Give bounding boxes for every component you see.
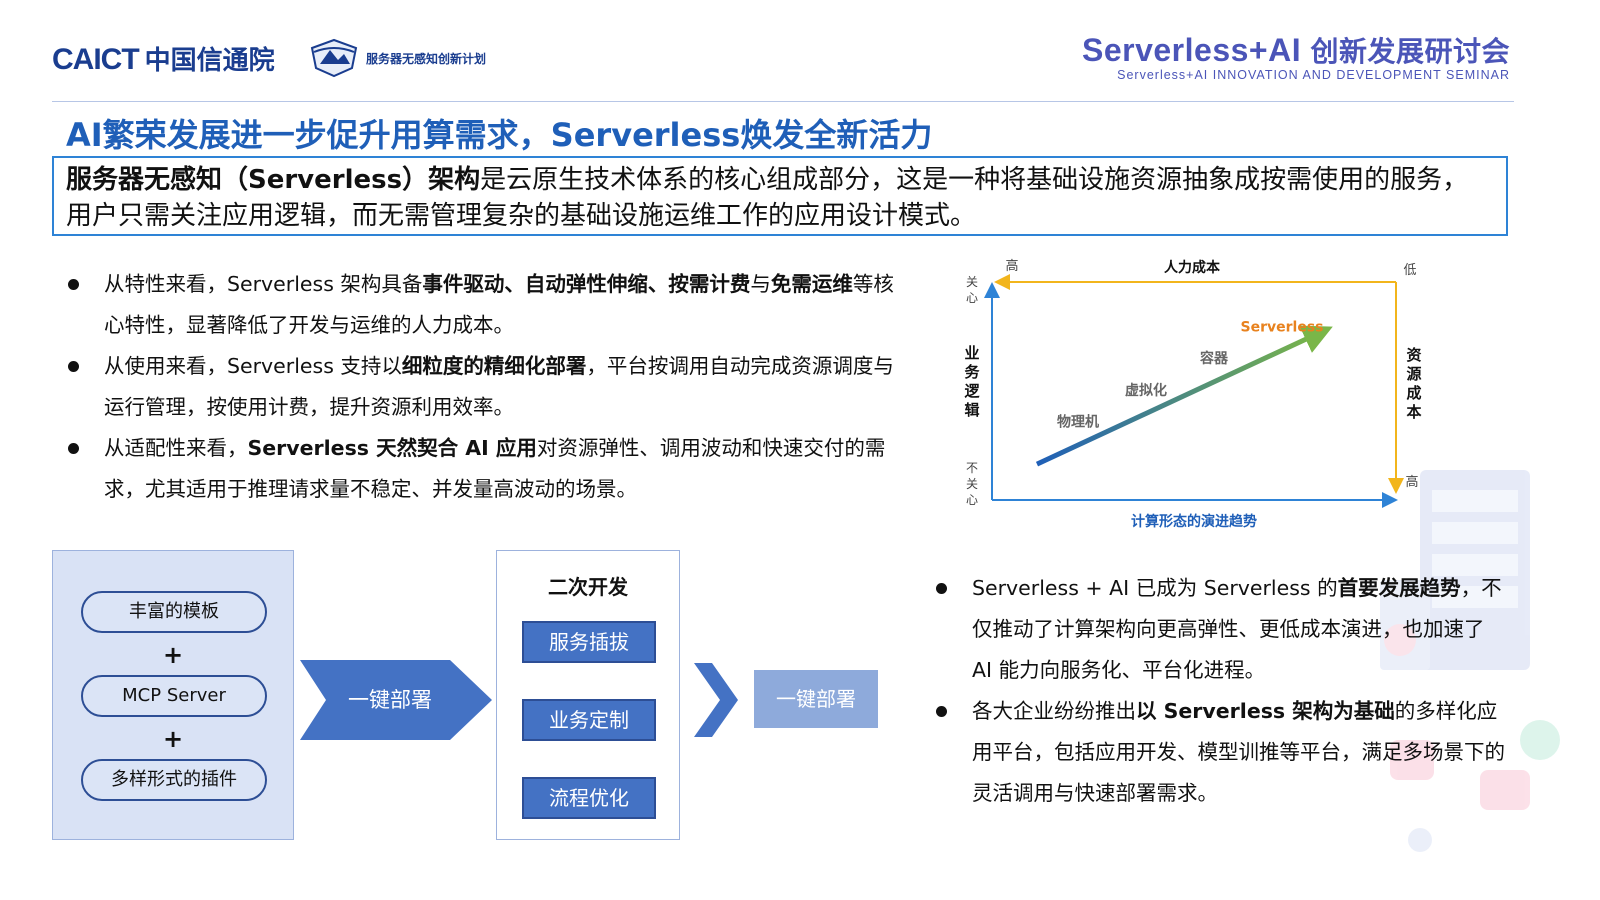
bullets-left: 从特性来看，Serverless 架构具备事件驱动、自动弹性伸缩、按需计费与免需… <box>68 264 908 510</box>
definition-bold: 服务器无感知（Serverless）架构 <box>66 165 481 195</box>
bullet-text: Serverless + AI 已成为 Serverless 的 <box>972 576 1338 600</box>
bullet-bold: 事件驱动、自动弹性伸缩、按需计费 <box>422 272 751 296</box>
secondary-dev-panel: 二次开发 服务插拔 业务定制 流程优化 <box>496 550 680 840</box>
one-click-deploy-button[interactable]: 一键部署 <box>754 670 878 728</box>
plus-icon: + <box>162 641 184 669</box>
bullet-item: 从适配性来看，Serverless 天然契合 AI 应用对资源弹性、调用波动和快… <box>68 428 908 510</box>
deploy-arrow-shape-icon <box>300 660 492 740</box>
service-plug-box: 服务插拔 <box>522 621 656 663</box>
bullet-text: 从特性来看，Serverless 架构具备 <box>104 272 423 296</box>
definition-text: 是云原生技术体系的核心组成部分，这是一种将基础设施资源抽象成按需使用的服务，用户… <box>66 165 1469 231</box>
deploy-arrow-label: 一键部署 <box>348 688 432 712</box>
left-axis-label: 业务逻辑 <box>964 344 980 419</box>
point-label-2: 容器 <box>1199 350 1229 367</box>
chevron-right-icon <box>694 663 738 737</box>
plan-badge-icon <box>310 38 358 78</box>
plus-icon: + <box>162 725 184 753</box>
right-axis-label: 资源成本 <box>1406 346 1421 421</box>
point-label-1: 虚拟化 <box>1125 382 1167 399</box>
bullet-text: 从适配性来看， <box>104 436 248 460</box>
template-pill: 丰富的模板 <box>81 591 267 633</box>
bullet-bold: 以 Serverless 架构为基础 <box>1136 699 1395 723</box>
seminar-title: Serverless+AI 创新发展研讨会 Serverless+AI INNO… <box>1082 30 1510 82</box>
bullets-right: Serverless + AI 已成为 Serverless 的首要发展趋势，不… <box>936 568 1506 814</box>
bullet-dot-icon <box>936 583 947 594</box>
slide-title: AI繁荣发展进一步促升用算需求，Serverless焕发全新活力 <box>66 116 933 154</box>
seminar-title-main: Serverless+AI 创新发展研讨会 <box>1082 30 1510 70</box>
bullet-text: 等核心特性，显著降低了开发与运维的人力成本。 <box>104 272 894 337</box>
seminar-title-en: Serverless+AI <box>1081 32 1302 68</box>
bullet-bold: Serverless 天然契合 AI 应用 <box>247 436 537 460</box>
bullet-dot-icon <box>936 706 947 717</box>
server-illustration-icon <box>1380 470 1560 852</box>
top-right-label: 低 <box>1403 263 1416 278</box>
bullet-bold: 免需运维 <box>770 272 853 296</box>
point-label-3: Serverless <box>1241 320 1324 336</box>
point-label-0: 物理机 <box>1057 413 1099 430</box>
business-custom-box: 业务定制 <box>522 699 656 741</box>
bullet-text: ，平台按调用自动完成资源调度与运行管理，按使用计费，提升资源利用效率。 <box>104 354 894 419</box>
bullet-bold: 细粒度的精细化部署 <box>401 354 587 378</box>
bullet-dot-icon <box>68 361 79 372</box>
bottom-axis-label: 计算形态的演进趋势 <box>1131 513 1257 530</box>
bullet-text: 的多样化应用平台，包括应用开发、模型训推等平台，满足多场景下的灵活调用与快速部署… <box>972 699 1505 805</box>
caict-logo-text: CAICT <box>52 43 140 76</box>
right-bottom-label: 高 <box>1405 474 1418 490</box>
left-top-label: 关心 <box>966 275 978 305</box>
bullet-item: 各大企业纷纷推出以 Serverless 架构为基础的多样化应用平台，包括应用开… <box>936 691 1506 814</box>
left-bottom-label: 不关心 <box>966 461 978 507</box>
bullet-text: 对资源弹性、调用波动和快速交付的需求，尤其适用于推理请求量不稳定、并发量高波动的… <box>104 436 886 501</box>
bullet-item: 从特性来看，Serverless 架构具备事件驱动、自动弹性伸缩、按需计费与免需… <box>68 264 908 346</box>
header-divider <box>52 101 1514 102</box>
resources-panel: 丰富的模板 + MCP Server + 多样形式的插件 <box>52 550 294 840</box>
bullet-item: Serverless + AI 已成为 Serverless 的首要发展趋势，不… <box>936 568 1506 691</box>
process-optimize-box: 流程优化 <box>522 777 656 819</box>
plan-logo-text: 服务器无感知创新计划 <box>366 52 487 66</box>
bullet-bold: 首要发展趋势 <box>1337 576 1461 600</box>
deploy-arrow: 一键部署 <box>300 660 494 740</box>
bullet-dot-icon <box>68 443 79 454</box>
seminar-subtitle: Serverless+AI INNOVATION AND DEVELOPMENT… <box>1117 68 1510 82</box>
bullet-dot-icon <box>68 279 79 290</box>
mcp-server-pill: MCP Server <box>81 675 267 717</box>
caict-logo-cn: 中国信通院 <box>144 46 275 76</box>
bullet-text: 与 <box>750 272 771 296</box>
trend-line <box>1035 325 1333 467</box>
secondary-dev-title: 二次开发 <box>548 575 628 599</box>
bullet-text: 各大企业纷纷推出 <box>972 699 1136 723</box>
top-left-label: 高 <box>1005 258 1018 274</box>
top-axis-label: 人力成本 <box>1164 259 1221 276</box>
bullet-text: 从使用来看，Serverless 支持以 <box>104 354 402 378</box>
plan-logo: 服务器无感知创新计划 <box>308 38 528 82</box>
definition-box: 服务器无感知（Serverless）架构是云原生技术体系的核心组成部分，这是一种… <box>52 156 1508 236</box>
bullet-text: ，不仅推动了计算架构向更高弹性、更低成本演进，也加速了 AI 能力向服务化、平台… <box>972 576 1502 682</box>
bullet-item: 从使用来看，Serverless 支持以细粒度的精细化部署，平台按调用自动完成资… <box>68 346 908 428</box>
plugins-pill: 多样形式的插件 <box>81 759 267 801</box>
seminar-title-cn: 创新发展研讨会 <box>1310 35 1510 68</box>
